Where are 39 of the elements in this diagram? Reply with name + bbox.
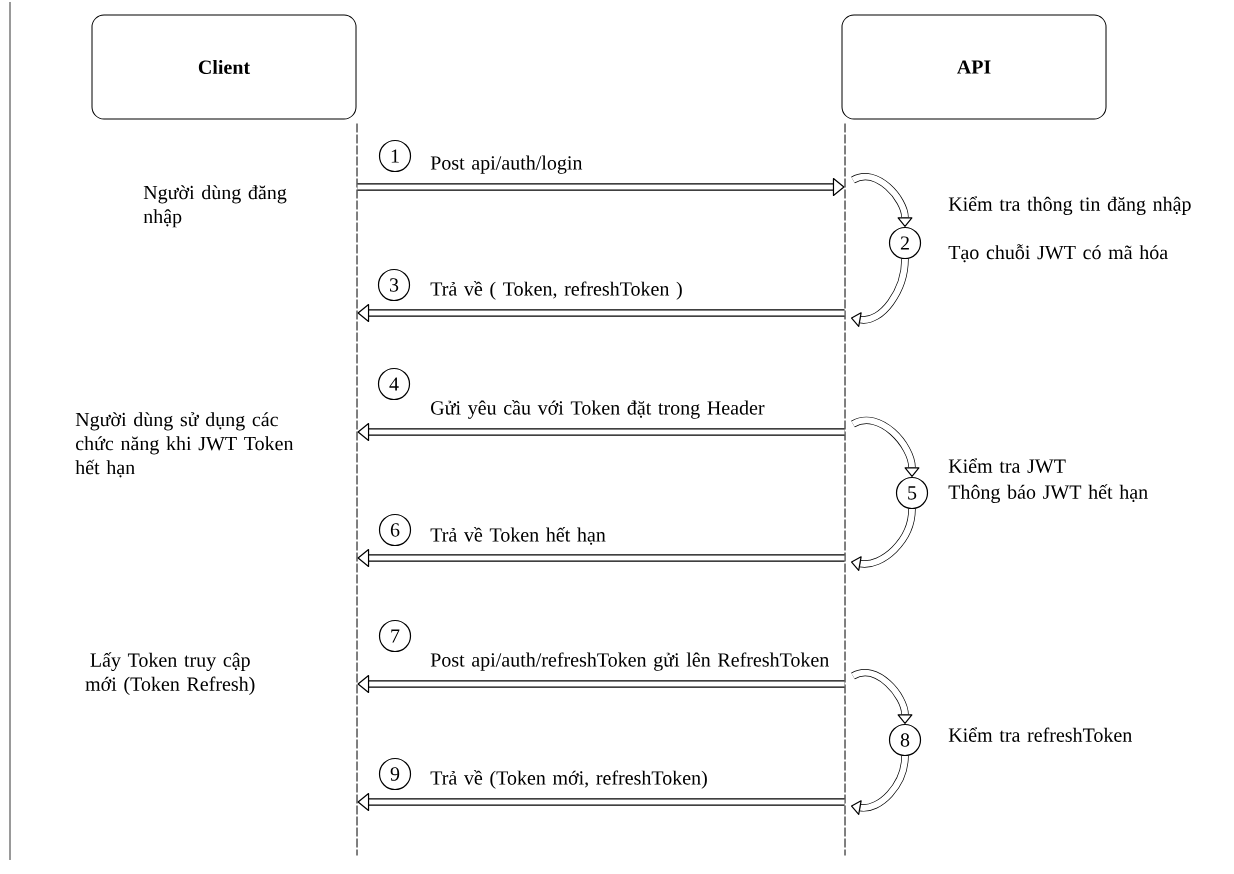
step-text: Kiểm tra thông tin đăng nhập — [948, 196, 1191, 215]
arrow — [357, 792, 845, 812]
step-number: 4 — [377, 367, 411, 401]
edge-label: Trả về ( Token, refreshToken ) — [430, 281, 682, 300]
edge-label: Post api/auth/login — [430, 155, 583, 174]
curved-arrow — [851, 258, 909, 327]
edge-label: Post api/auth/refreshToken gửi lên RefreshToken — [430, 652, 829, 671]
step-text: Thông báo JWT hết hạn — [948, 484, 1148, 503]
note-text: Người dùng sử dụng các chức năng khi JWT Token hết hạn — [75, 412, 294, 478]
edge-label: Trả về (Token mới, refreshToken) — [430, 770, 707, 789]
step-number: 1 — [378, 139, 412, 173]
arrow — [357, 303, 845, 323]
step-number: 9 — [378, 757, 412, 791]
lifeline — [356, 122, 358, 856]
note-text: Lấy Token truy cập mới (Token Refresh) — [85, 652, 255, 695]
edge-label: Gửi yêu cầu với Token đặt trong Header — [431, 400, 765, 419]
actor-box: Client — [91, 14, 357, 120]
curved-arrow — [851, 173, 913, 227]
step-number: 3 — [377, 268, 411, 302]
edge-label: Trả về Token hết hạn — [430, 527, 606, 545]
step-text: Kiểm tra refreshToken — [948, 727, 1132, 742]
arrow — [357, 674, 845, 694]
note-text: Người dùng đăng nhập — [143, 185, 287, 228]
curved-arrow — [851, 508, 916, 571]
step-number: 5 — [895, 476, 929, 510]
curved-arrow — [851, 755, 909, 815]
step-number: 7 — [378, 619, 412, 653]
step-number: 2 — [888, 226, 922, 260]
step-number: 8 — [888, 723, 922, 757]
curved-arrow — [851, 669, 913, 724]
step-text: Kiểm tra JWT — [948, 458, 1066, 473]
arrow — [357, 548, 845, 568]
arrow — [357, 177, 845, 197]
step-text: Tạo chuỗi JWT có mã hóa — [948, 244, 1168, 263]
lifeline — [844, 122, 846, 856]
curved-arrow — [851, 416, 920, 477]
arrow — [357, 422, 845, 442]
actor-box: API — [841, 14, 1107, 120]
step-number: 6 — [378, 513, 412, 547]
